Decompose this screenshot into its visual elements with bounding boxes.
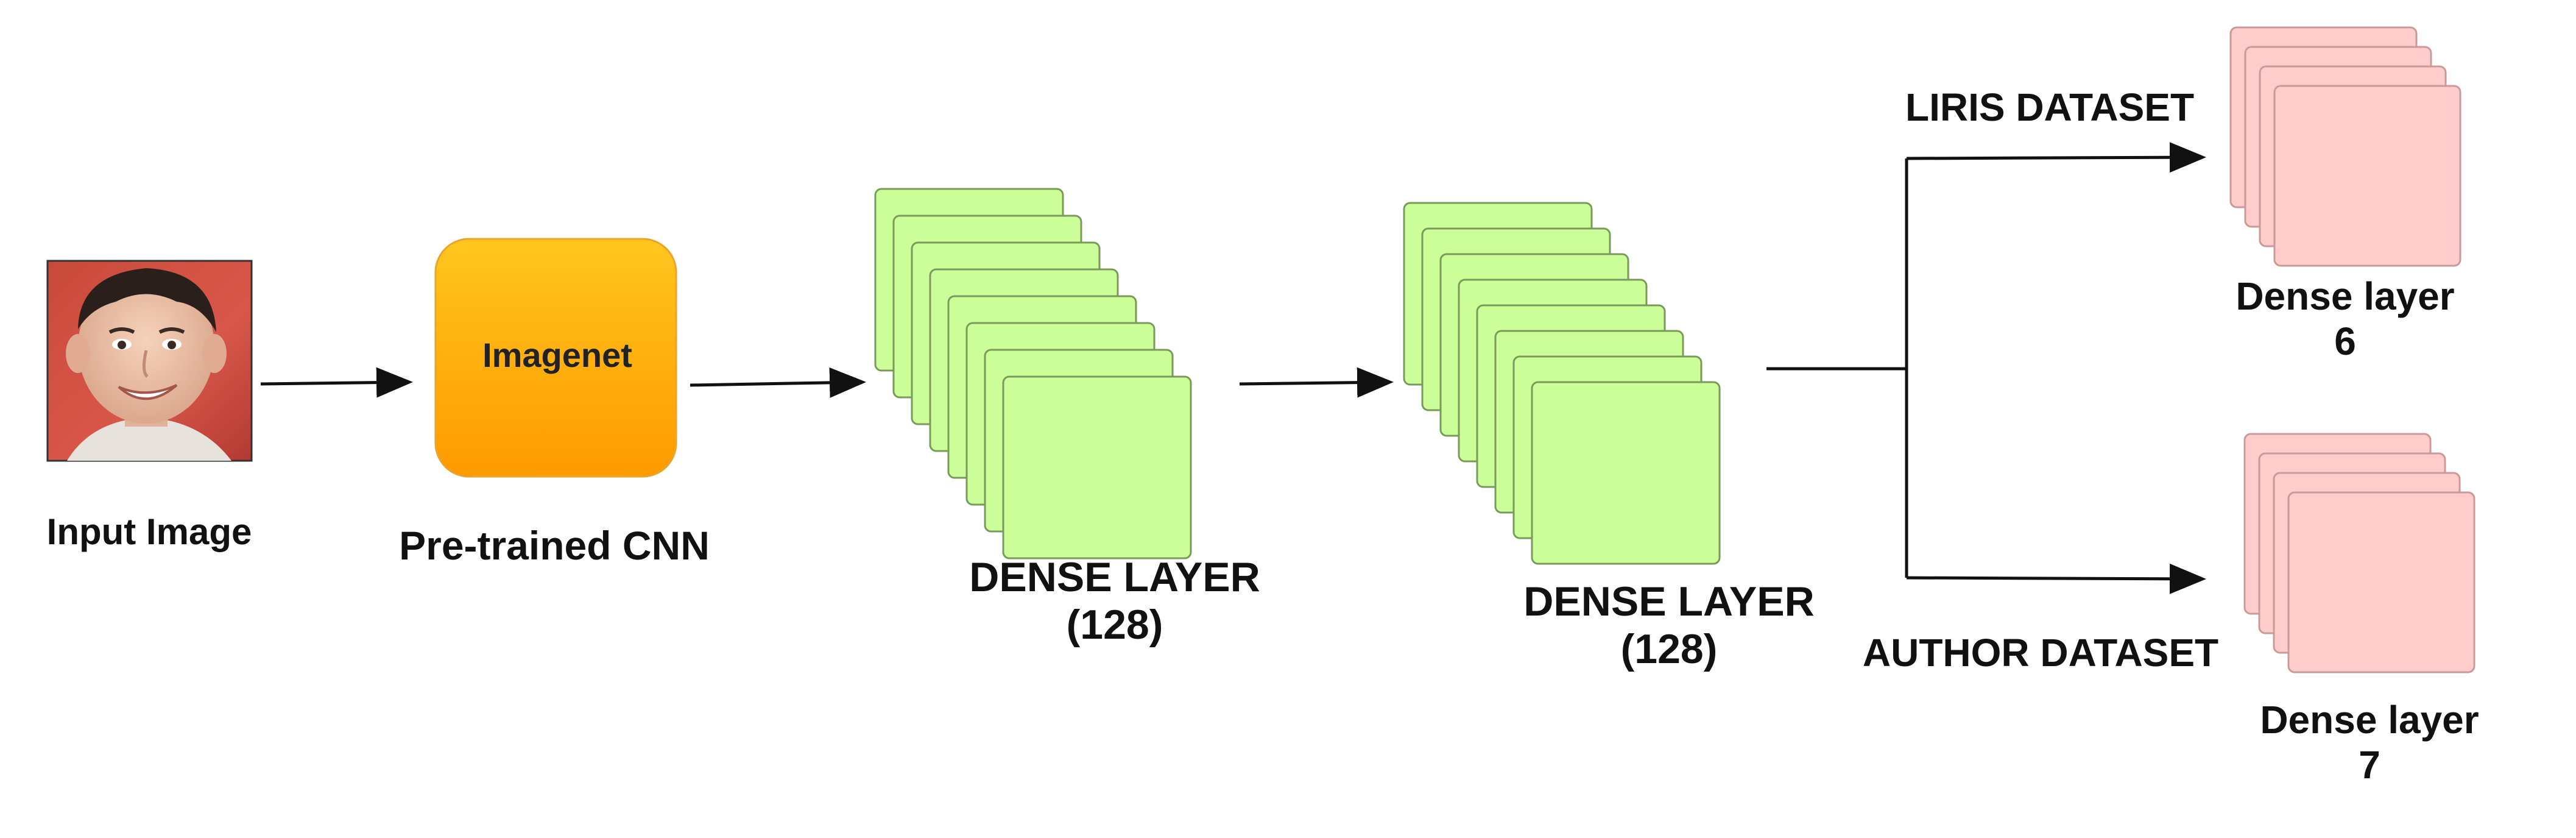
dense-layer-2-card-8 bbox=[1531, 381, 1721, 565]
dense-layer-1-stack bbox=[874, 188, 1192, 559]
dense-layer-2-title: DENSE LAYER bbox=[1523, 578, 1815, 625]
dense-layer-1-title: DENSE LAYER bbox=[969, 554, 1260, 600]
arrow-dense1-to-dense2 bbox=[1239, 367, 1394, 398]
output-dense-7-units: 7 bbox=[2359, 742, 2380, 787]
dense-layer-1-label: DENSE LAYER (128) bbox=[926, 553, 1304, 648]
output-dense-7-stack bbox=[2243, 433, 2475, 673]
output-dense-7-label: Dense layer 7 bbox=[2242, 698, 2497, 787]
output-dense-6-units: 6 bbox=[2334, 319, 2356, 363]
arrow-input-to-cnn bbox=[260, 367, 413, 398]
liris-dataset-label: LIRIS DATASET bbox=[1905, 85, 2195, 129]
imagenet-box bbox=[434, 238, 677, 478]
arrow-to-liris-output bbox=[1906, 142, 2206, 173]
output-dense-7-title: Dense layer bbox=[2260, 698, 2479, 742]
imagenet-label: Imagenet bbox=[482, 336, 632, 374]
output-dense-6-label: Dense layer 6 bbox=[2217, 274, 2473, 364]
author-dataset-label: AUTHOR DATASET bbox=[1862, 631, 2219, 675]
dense-layer-2-units: (128) bbox=[1620, 626, 1718, 673]
pretrained-cnn-label: Pre-trained CNN bbox=[399, 523, 710, 568]
output-dense-6-title: Dense layer bbox=[2235, 274, 2455, 318]
dense-layer-1-units: (128) bbox=[1066, 602, 1163, 648]
dense-layer-2-label: DENSE LAYER (128) bbox=[1474, 578, 1864, 673]
output-dense-6-card-4 bbox=[2273, 85, 2461, 267]
arrow-to-author-output bbox=[1906, 563, 2206, 594]
output-dense-6-stack bbox=[2229, 26, 2461, 267]
dense-layer-1-card-8 bbox=[1002, 375, 1192, 559]
output-dense-7-card-4 bbox=[2287, 491, 2475, 673]
branch-connector bbox=[1766, 142, 2206, 594]
arrow-cnn-to-dense1 bbox=[690, 367, 866, 398]
input-image bbox=[46, 260, 253, 462]
input-image-label: Input Image bbox=[46, 511, 252, 552]
dense-layer-2-stack bbox=[1403, 202, 1721, 565]
